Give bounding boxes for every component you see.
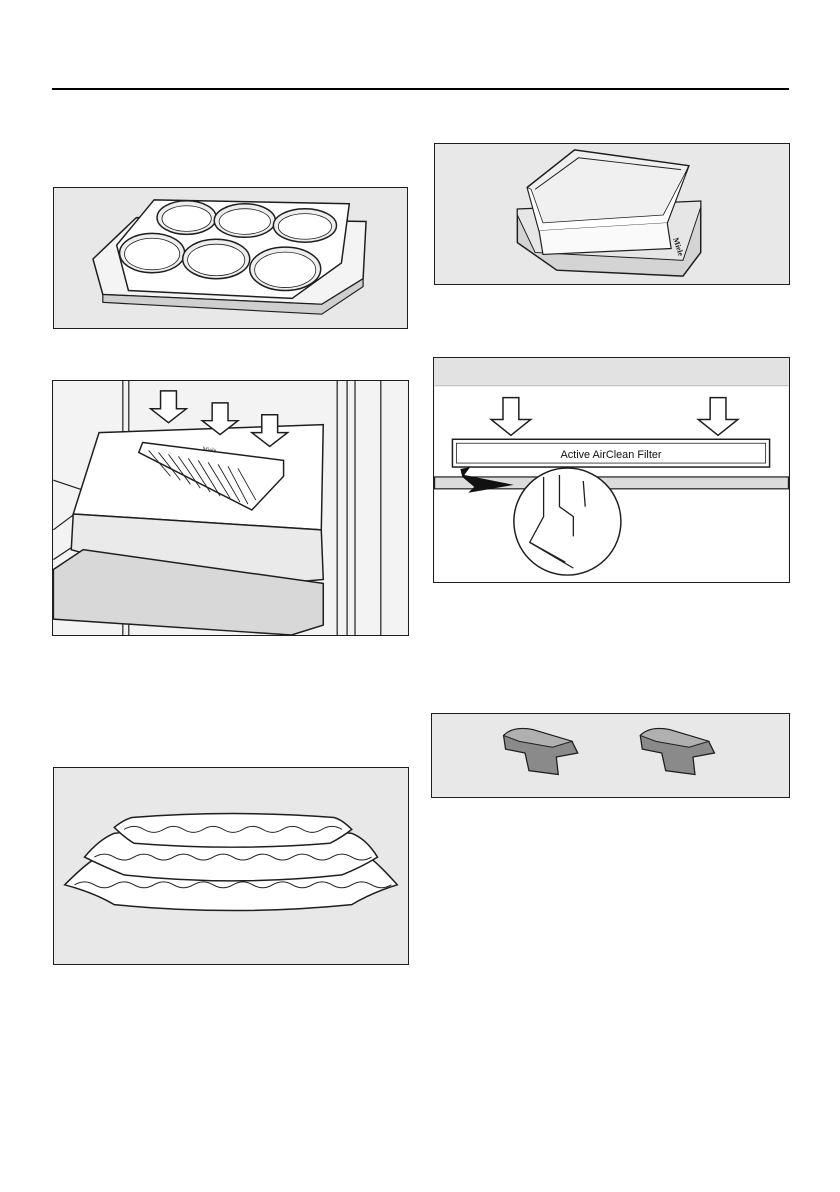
air-filter-figure: Active AirClean Filter (433, 357, 790, 583)
bottle-holder-icon: Miele (53, 381, 408, 635)
storage-box-icon: Miele (435, 144, 789, 284)
clip-left-icon (504, 729, 578, 775)
anti-slip-mat-figure (53, 767, 409, 965)
storage-box-figure: Miele (434, 143, 790, 285)
clip-right-icon (640, 729, 714, 775)
anti-slip-mat-icon (54, 768, 408, 964)
filter-clips-icon (432, 714, 789, 797)
egg-tray-icon (54, 188, 407, 328)
egg-tray-figure (53, 187, 408, 329)
air-filter-icon: Active AirClean Filter (434, 358, 789, 582)
filter-clips-figure (431, 713, 790, 798)
bottle-holder-figure: Miele (52, 380, 409, 636)
header-rule (52, 88, 789, 90)
filter-label: Active AirClean Filter (560, 449, 661, 461)
